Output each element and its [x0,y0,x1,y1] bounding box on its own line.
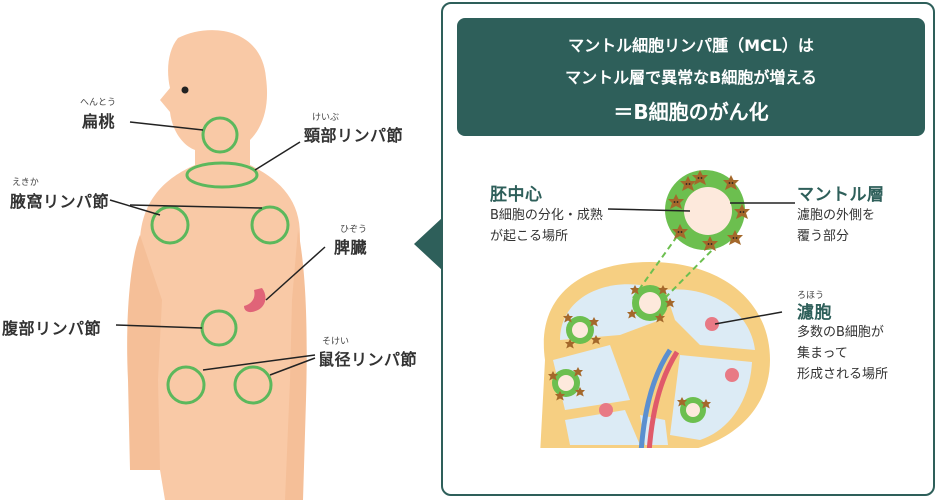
inguinal-node-right [233,365,273,405]
callout-pointer [414,218,442,270]
cervical-node [185,161,259,189]
inguinal-ruby: そけい [322,337,350,347]
axillary-node-left [150,205,190,245]
eye-icon [181,86,189,94]
inguinal-node-left [166,365,206,405]
germinal-center-desc-1: B細胞の分化・成熟 [490,208,603,223]
axillary-label: 腋窩リンパ節 [10,192,110,211]
follicle-label: 濾胞 [797,303,832,323]
small-follicles [548,313,739,423]
tonsil-ruby: へんとう [80,98,117,108]
body-diagram [109,30,326,500]
tonsil-label: 扁桃 [82,112,116,131]
follicle-desc-2: 集まって [797,346,848,361]
spleen-organ [244,288,266,313]
lymph-nodes [150,116,290,405]
follicle-desc-1: 多数のB細胞が [797,325,884,340]
axillary-ruby: えきか [12,178,39,188]
abdominal-label: 腹部リンパ節 [2,319,102,338]
spleen-label: 脾臓 [334,238,368,257]
spleen-ruby: ひぞう [340,225,368,235]
title-line-2: マントル層で異常なB細胞が増える [565,68,817,87]
tonsil-node [201,116,239,154]
mantle-layer-desc-1: 濾胞の外側を [797,208,876,223]
inguinal-label: 鼠径リンパ節 [318,350,418,369]
mantle-layer-label: マントル層 [797,185,885,205]
follicle-highlight [627,285,675,323]
germinal-center-desc-2: が起こる場所 [490,229,569,244]
axillary-node-right [250,205,290,245]
cervical-label: 頸部リンパ節 [304,126,404,145]
zoomed-follicle [665,170,750,251]
follicle-desc-3: 形成される場所 [797,367,889,382]
cervical-ruby: けいぶ [312,113,340,123]
follicle-ruby: ろほう [797,291,825,301]
title-line-3: ＝B細胞のがん化 [613,100,769,124]
title-line-1: マントル細胞リンパ腫（MCL）は [568,36,814,55]
title-box: マントル細胞リンパ腫（MCL）は マントル層で異常なB細胞が増える ＝B細胞のが… [457,18,925,136]
germinal-center-label: 胚中心 [490,185,543,205]
mantle-layer-desc-2: 覆う部分 [797,229,850,244]
leader-lines [109,121,326,376]
